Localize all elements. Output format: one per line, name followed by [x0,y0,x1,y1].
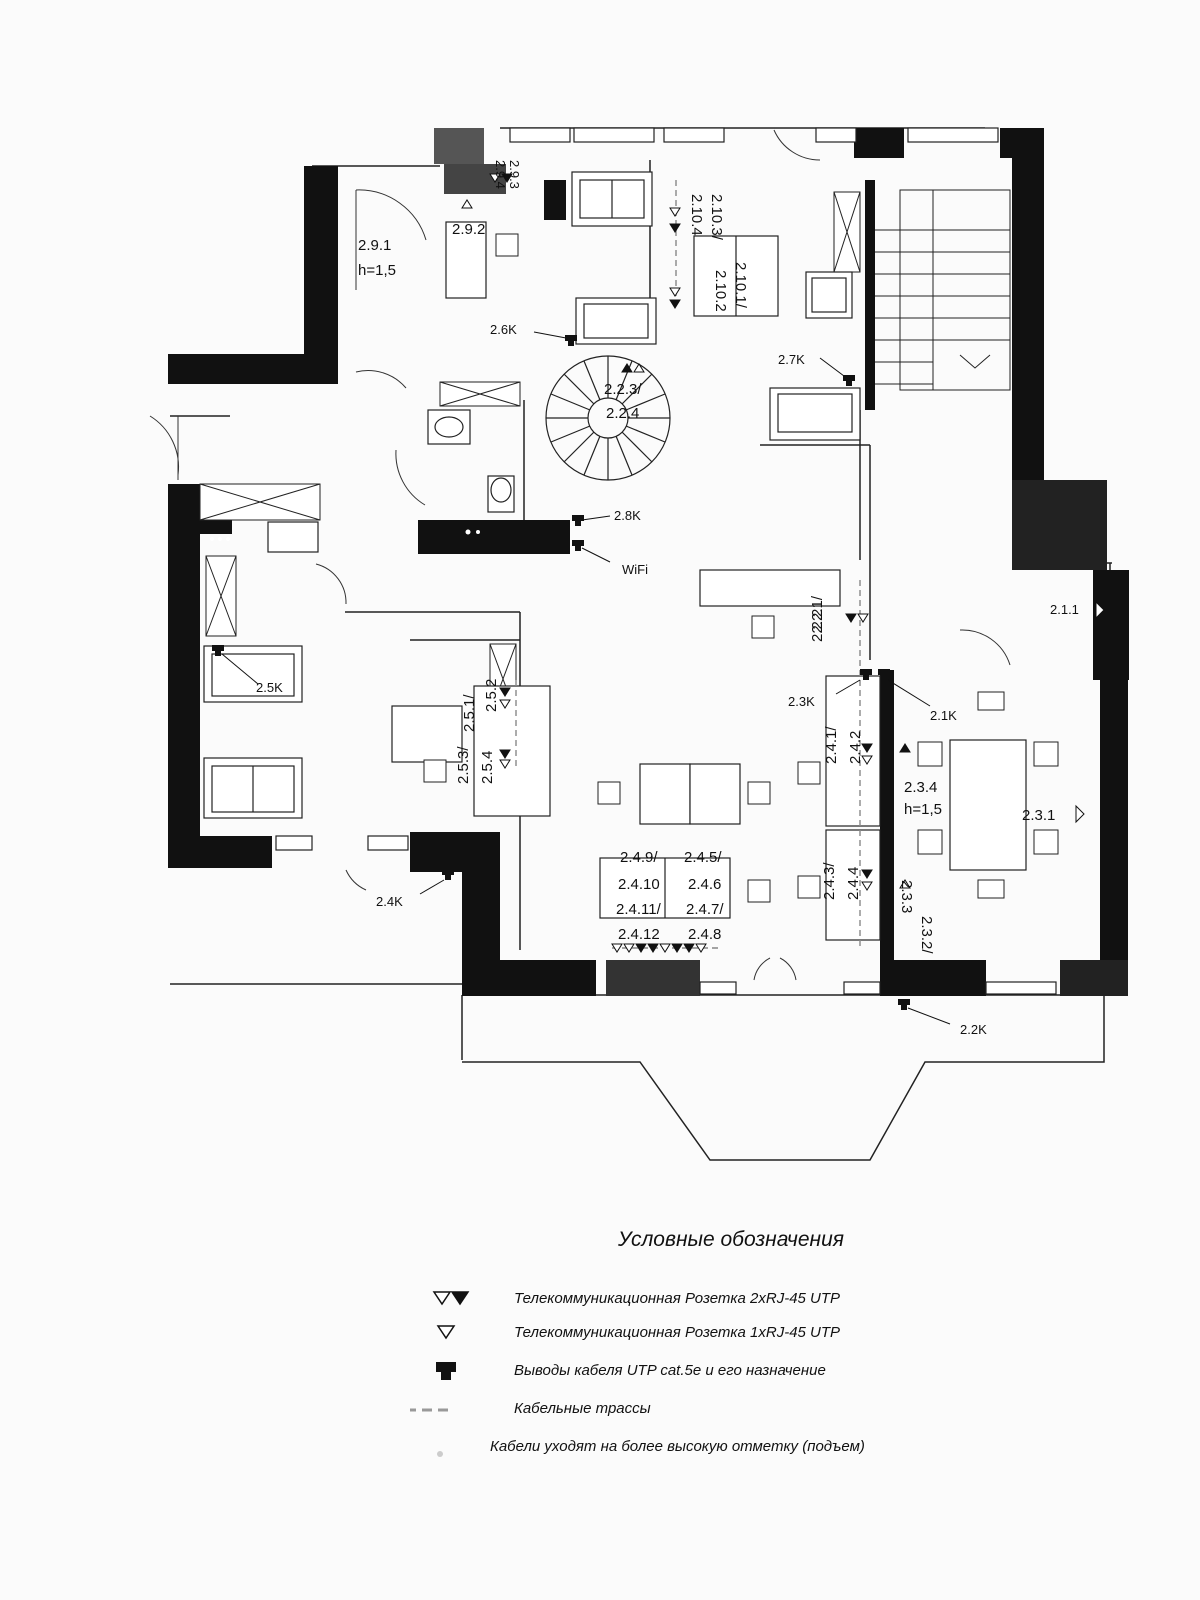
label-2-4-2: 2.4.2 [847,731,864,764]
counter-dots [210,529,480,541]
label-2-3-4-height: h=1,5 [904,801,942,818]
windows [275,127,1057,995]
sofas [203,171,861,819]
label-2-9-1: 2.9.1 [358,237,391,254]
outlet-1x-markers [461,199,1105,824]
door-swings [149,129,1011,981]
label-2-4-10: 2.4.10 [618,876,660,893]
label-wifi: WiFi [622,562,648,577]
label-2-5-3: 2.5.3/ [455,746,472,784]
outlet-1x-icon [436,1325,456,1340]
label-2-5-2: 2.5.2 [483,679,500,712]
desks [391,221,1027,941]
spiral-staircase [545,355,671,481]
cable-outlets [212,331,951,1025]
label-2-6k: 2.6K [490,322,517,337]
cable-up-icon [437,1451,443,1457]
label-2-2k: 2.2K [960,1022,987,1037]
label-2-4-3: 2.4.3/ [821,862,838,900]
label-2-9-2: 2.9.2 [452,221,485,238]
cable-route-icon [410,1408,450,1412]
label-2-5-4: 2.5.4 [479,751,496,784]
label-2-2-3: 2.2.3/ [604,381,642,398]
label-2-1k: 2.1K [930,708,957,723]
chairs [423,233,1059,903]
label-2-3k: 2.3K [788,694,815,709]
legend-item-cable-up: Кабели уходят на более высокую отметку (… [400,1434,1100,1462]
label-2-10-3: 2.10.3/ [708,194,725,241]
label-2-4-1: 2.4.1/ [823,726,840,764]
label-2-8k: 2.8K [614,508,641,523]
legend-title: Условные обозначения [618,1228,844,1251]
legend-text-cable-up: Кабели уходят на более высокую отметку (… [490,1438,865,1455]
outlet-2x-icon [432,1291,470,1306]
legend-text-cable-outlet: Выводы кабеля UTP cat.5e и его назначени… [514,1362,826,1379]
label-2-3-3: 2.3.3 [898,880,915,913]
cable-outlet-icon [436,1362,456,1380]
bathroom-fixtures [427,409,515,513]
legend-item-outlet-2x: Телекоммуникационная Розетка 2xRJ-45 UTP [400,1286,1100,1314]
label-2-5-1: 2.5.1/ [461,694,478,732]
label-2-4-4: 2.4.4 [845,867,862,900]
label-2-4-12: 2.4.12 [618,926,660,943]
label-2-4k: 2.4K [376,894,403,909]
legend-text-outlet-2x: Телекоммуникационная Розетка 2xRJ-45 UTP [514,1290,841,1307]
label-2-2-1: 2.2.1/ [809,595,826,633]
label-2-4-9: 2.4.9/ [620,849,658,866]
label-2-9-1-height: h=1,5 [358,262,396,279]
label-2-4-5: 2.4.5/ [684,849,722,866]
label-2-7k: 2.7K [778,352,805,367]
label-2-9-3: 2.9.3 [507,160,522,189]
legend-text-outlet-1x: Телекоммуникационная Розетка 1xRJ-45 UTP [514,1324,841,1341]
label-2-2-4: 2.2.4 [606,405,639,422]
label-2-5k: 2.5K [256,680,283,695]
room-labels: 2.9.1 h=1,5 2.9.2 2.9.3 2.9.4 2.10.3/ 2.… [256,160,1079,1037]
legend-item-outlet-1x: Телекоммуникационная Розетка 1xRJ-45 UTP [400,1320,1100,1348]
straight-staircase [875,189,1011,391]
label-2-10-1: 2.10.1/ [732,262,749,309]
outlet-2x-markers [489,173,911,953]
label-2-1-1: 2.1.1 [1050,602,1079,617]
bearing-walls [168,128,1129,996]
label-2-4-6: 2.4.6 [688,876,721,893]
label-2-9-4: 2.9.4 [493,160,508,189]
label-2-4-7: 2.4.7/ [686,901,724,918]
legend-item-cable-outlet: Выводы кабеля UTP cat.5e и его назначени… [400,1358,1100,1386]
label-2-4-8: 2.4.8 [688,926,721,943]
label-2-4-11: 2.4.11/ [616,901,662,918]
floor-plan: 2.9.1 h=1,5 2.9.2 2.9.3 2.9.4 2.10.3/ 2.… [149,127,1129,1161]
label-2-3-1: 2.3.1 [1022,807,1055,824]
label-2-3-2: 2.3.2/ [918,916,935,954]
cabinets [199,191,861,715]
label-2-3-4: 2.3.4 [904,779,937,796]
label-2-10-4: 2.10.4 [688,194,705,236]
label-2-10-2: 2.10.2 [712,270,729,312]
legend-item-cable-route: Кабельные трассы [400,1396,1100,1424]
legend-text-cable-route: Кабельные трассы [514,1400,651,1417]
label-2-2-2: 2.2.2 [809,609,826,642]
